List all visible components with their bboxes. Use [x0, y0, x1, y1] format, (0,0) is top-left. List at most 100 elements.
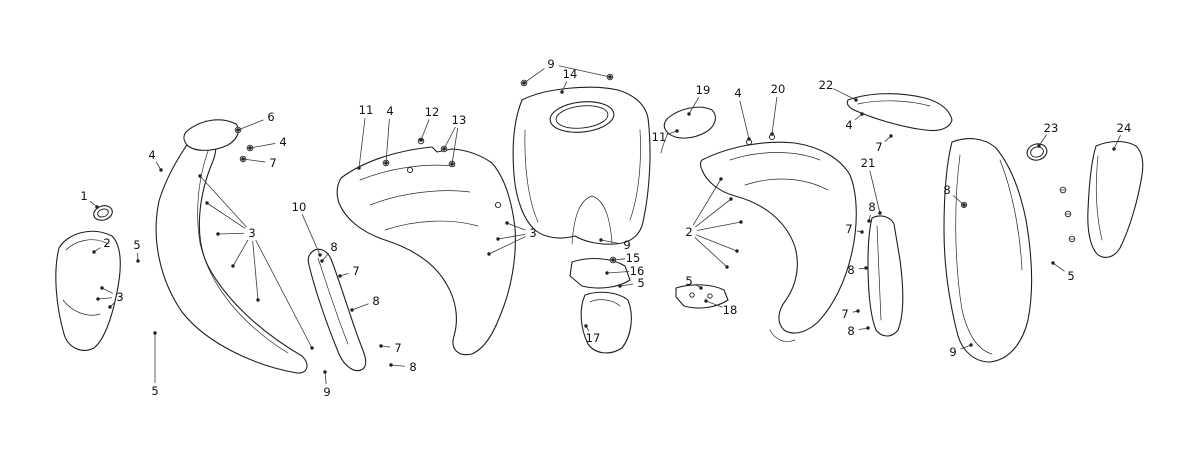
callout-8: 8 [943, 183, 966, 207]
leader-line [696, 221, 742, 231]
callout-4: 4 [384, 104, 394, 165]
leader-line [420, 119, 430, 141]
callout-number: 2 [685, 225, 692, 239]
callout-7: 7 [841, 307, 860, 321]
leader-line [249, 143, 276, 149]
callout-10: 10 [292, 200, 322, 257]
leader-line [390, 364, 406, 367]
part-center-left-fairing [336, 146, 516, 356]
callout-9: 9 [949, 343, 973, 359]
leader-line [443, 126, 456, 150]
callout-8: 8 [350, 294, 380, 312]
leader-endpoint [100, 286, 104, 290]
callout-number: 1 [80, 189, 87, 203]
leader-line [696, 234, 738, 252]
leader-endpoint [618, 284, 622, 288]
leader-endpoint [379, 344, 383, 348]
leader-line [705, 300, 723, 308]
callout-number: 9 [323, 385, 330, 399]
leader-endpoint [522, 81, 526, 85]
callout-number: 8 [330, 240, 337, 254]
leader-endpoint [205, 201, 209, 205]
callout-number: 3 [529, 226, 536, 240]
leader-line [558, 65, 611, 78]
part-front-fender [55, 230, 121, 351]
callout-11: 11 [652, 129, 679, 144]
leader-endpoint [867, 219, 871, 223]
leader-line [506, 222, 526, 231]
part-channel-strip [867, 215, 904, 337]
leader-line [523, 68, 545, 84]
callout-number: 4 [845, 118, 852, 132]
leader-endpoint [969, 343, 973, 347]
leader-line [695, 198, 732, 228]
callout-number: 4 [279, 135, 286, 149]
leader-line [199, 175, 247, 228]
part-right-small-panel [1087, 140, 1144, 258]
callout-number: 21 [861, 156, 876, 170]
leader-endpoint [860, 112, 864, 116]
leader-line [1052, 262, 1065, 272]
fastener-icon [1059, 186, 1067, 194]
leader-line [612, 258, 626, 261]
part-grommet-ring-right [1026, 143, 1048, 161]
part-left-side-panel [155, 119, 308, 374]
leader-endpoint [389, 363, 393, 367]
leader-line [217, 232, 245, 235]
part-tank-cover [512, 86, 651, 245]
callout-7: 7 [875, 134, 893, 154]
callout-number: 15 [626, 251, 641, 265]
callout-7: 7 [338, 264, 360, 278]
leader-endpoint [611, 258, 615, 262]
callout-number: 3 [116, 290, 123, 304]
leader-line [451, 127, 459, 165]
part-right-center-fairing [699, 133, 857, 342]
callout-5: 5 [1051, 261, 1075, 283]
part-right-side-panel [943, 138, 1033, 363]
callout-14: 14 [560, 67, 577, 94]
leader-line [301, 214, 321, 256]
part-bracket-17 [580, 291, 632, 354]
leader-line [252, 240, 259, 301]
leader-line [488, 236, 526, 255]
leader-endpoint [889, 134, 893, 138]
leader-line [688, 96, 700, 115]
callout-number: 8 [847, 324, 854, 338]
callout-22: 22 [819, 78, 858, 102]
leader-endpoint [357, 166, 361, 170]
leader-endpoint [231, 264, 235, 268]
callout-number: 5 [133, 238, 140, 252]
callout-8: 8 [847, 263, 868, 277]
leader-endpoint [866, 326, 870, 330]
callout-number: 11 [652, 130, 667, 144]
leader-endpoint [108, 305, 112, 309]
callout-number: 9 [623, 238, 630, 252]
leader-endpoint [241, 157, 245, 161]
callout-number: 6 [267, 110, 274, 124]
callout-7: 7 [379, 341, 402, 355]
callout-number: 17 [586, 331, 601, 345]
callout-5: 5 [685, 274, 703, 290]
leader-endpoint [96, 297, 100, 301]
leader-line [497, 233, 526, 240]
leader-line [606, 271, 630, 274]
callout-number: 23 [1044, 121, 1059, 135]
leader-endpoint [962, 203, 966, 207]
callout-number: 5 [1067, 269, 1074, 283]
callout-number: 5 [685, 274, 692, 288]
leader-endpoint [584, 324, 588, 328]
leader-endpoint [496, 237, 500, 241]
leader-endpoint [856, 309, 860, 313]
callout-9: 9 [522, 57, 612, 85]
callout-number: 8 [943, 183, 950, 197]
leader-endpoint [487, 252, 491, 256]
leader-endpoint [248, 146, 252, 150]
leader-line [771, 96, 778, 135]
part-top-trim [846, 93, 953, 132]
leader-endpoint [442, 147, 446, 151]
callout-7: 7 [845, 222, 864, 236]
leader-endpoint [92, 250, 96, 254]
callout-16: 16 [605, 264, 644, 278]
